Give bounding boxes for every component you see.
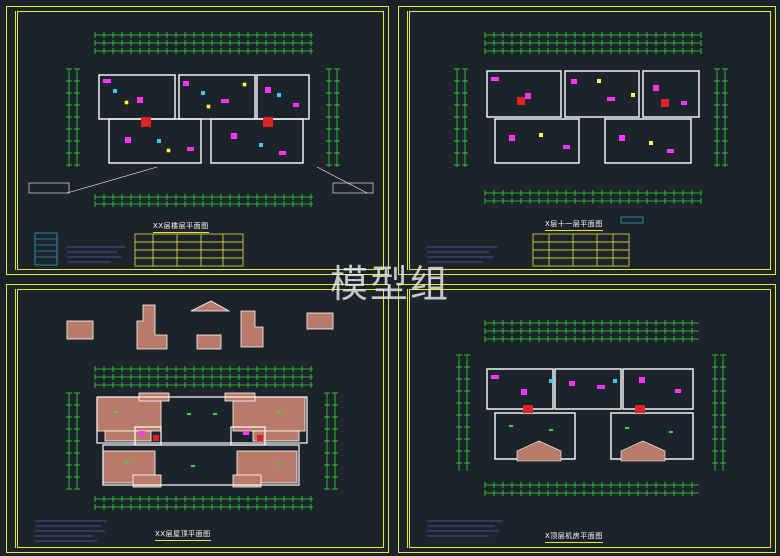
sheet-border: [17, 11, 384, 270]
title-strip: [9, 11, 16, 270]
sheet-title: XX层楼层平面图: [153, 221, 209, 233]
drawing-sheet-2[interactable]: X层十一层平面图: [398, 6, 776, 275]
floor-plan-drawing: [28, 32, 374, 267]
sheet-title: XX层屋顶平面图: [155, 529, 211, 541]
drawing-sheet-3[interactable]: XX层屋顶平面图: [6, 284, 389, 553]
sheet-title: X顶层机房平面图: [545, 531, 603, 543]
floor-plan-drawing: [427, 32, 728, 267]
drawing-sheet-1[interactable]: XX层楼层平面图: [6, 6, 389, 275]
sheet-border: [409, 11, 771, 270]
machine-room-plan-drawing: [427, 320, 726, 537]
watermark-text: 模型组: [330, 262, 451, 306]
title-strip: [401, 11, 408, 270]
sheet-border: [17, 289, 384, 548]
sheet-border: [409, 289, 771, 548]
drawing-sheet-4[interactable]: X顶层机房平面图: [398, 284, 776, 553]
roof-plan-drawing: [35, 300, 338, 542]
sheet-title: X层十一层平面图: [545, 219, 603, 231]
title-strip: [9, 289, 16, 548]
title-strip: [401, 289, 408, 548]
